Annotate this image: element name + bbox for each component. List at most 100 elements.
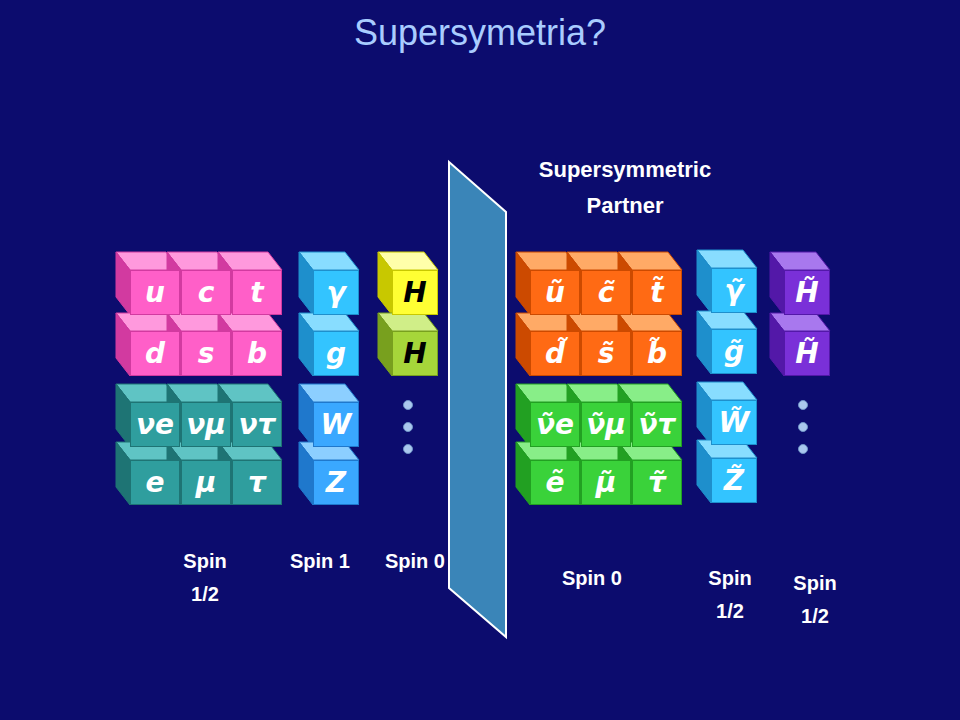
cube-side <box>516 252 530 315</box>
cube-side <box>116 384 130 447</box>
cube-side <box>697 311 711 374</box>
particle-cube: c <box>181 270 231 315</box>
particle-symbol: H̃ <box>795 279 818 307</box>
particle-cube: ũ <box>530 270 580 315</box>
particle-cube: H <box>392 270 438 315</box>
particle-cube: g <box>313 331 359 376</box>
particle-cube: μ <box>181 460 231 505</box>
particle-cube: g̃ <box>711 329 757 374</box>
particle-symbol: Z <box>326 469 346 497</box>
particle-cube: W <box>313 402 359 447</box>
cube-side <box>378 252 392 315</box>
particle-symbol: Z̃ <box>724 467 744 495</box>
spin-label: Spin 1/2 <box>695 562 765 628</box>
particle-symbol: d <box>145 340 165 368</box>
particle-cube: γ <box>313 270 359 315</box>
cube-side <box>516 442 530 505</box>
particle-symbol: c <box>198 279 215 307</box>
spin-label: Spin 1/2 <box>780 567 850 633</box>
particle-symbol: νμ <box>186 411 226 439</box>
particle-symbol: W <box>321 411 352 439</box>
particle-cube: ẽ <box>530 460 580 505</box>
particle-cube: t̃ <box>632 270 682 315</box>
particle-symbol: ν̃τ <box>639 411 676 439</box>
spin-label: Spin 0 <box>380 545 450 578</box>
particle-cube: ντ <box>232 402 282 447</box>
particle-symbol: γ <box>326 279 345 307</box>
particle-cube: μ̃ <box>581 460 631 505</box>
cube-side <box>697 250 711 313</box>
particle-cube: ν̃μ <box>581 402 631 447</box>
ellipsis-dots <box>404 401 808 454</box>
particle-symbol: τ̃ <box>648 469 666 497</box>
particle-symbol: t̃ <box>650 279 663 307</box>
particle-cube: H̃ <box>784 331 830 376</box>
particle-cube: τ̃ <box>632 460 682 505</box>
cube-side <box>378 313 392 376</box>
particle-symbol: d̃ <box>545 340 565 368</box>
particle-symbol: s̃ <box>598 340 615 368</box>
cube-side <box>770 252 784 315</box>
particle-cube: W̃ <box>711 400 757 445</box>
dot <box>799 401 808 410</box>
cube-side <box>299 313 313 376</box>
dot <box>404 401 413 410</box>
cube-sides <box>116 250 830 505</box>
cube-side <box>516 384 530 447</box>
particle-cube: ν̃e <box>530 402 580 447</box>
particle-cube: d̃ <box>530 331 580 376</box>
dot <box>799 445 808 454</box>
cube-side <box>516 313 530 376</box>
cube-side <box>116 252 130 315</box>
particle-cube: H̃ <box>784 270 830 315</box>
cube-side <box>299 442 313 505</box>
particle-cube: s̃ <box>581 331 631 376</box>
particle-symbol: c̃ <box>598 279 615 307</box>
particle-cube: d <box>130 331 180 376</box>
particle-symbol: ẽ <box>546 469 565 497</box>
particle-cube: b̃ <box>632 331 682 376</box>
particle-symbol: g̃ <box>724 338 744 366</box>
particle-cube: c̃ <box>581 270 631 315</box>
particle-cube: νμ <box>181 402 231 447</box>
particle-symbol: τ <box>248 469 266 497</box>
dot <box>404 423 413 432</box>
particle-symbol: e <box>146 469 165 497</box>
section-heading: Supersymmetric Partner <box>525 152 725 225</box>
particle-symbol: ντ <box>239 411 276 439</box>
particle-symbol: H <box>403 279 426 307</box>
cube-side <box>697 382 711 445</box>
cube-side <box>770 313 784 376</box>
particle-cube: u <box>130 270 180 315</box>
particle-symbol: μ̃ <box>596 469 617 497</box>
cube-side <box>116 313 130 376</box>
particle-cube: Z <box>313 460 359 505</box>
particle-cube: t <box>232 270 282 315</box>
particle-symbol: νe <box>136 411 174 439</box>
divider-plane <box>449 162 506 637</box>
title: Supersymetria? <box>180 12 780 54</box>
particle-symbol: t <box>250 279 263 307</box>
particle-symbol: s <box>198 340 215 368</box>
particle-cube: e <box>130 460 180 505</box>
dot <box>799 423 808 432</box>
spin-label: Spin 0 <box>557 562 627 595</box>
particle-cube: ν̃τ <box>632 402 682 447</box>
particle-cube: Z̃ <box>711 458 757 503</box>
particle-cube: H <box>392 331 438 376</box>
cube-side <box>697 440 711 503</box>
particle-cube: νe <box>130 402 180 447</box>
particle-symbol: ν̃e <box>536 411 574 439</box>
particle-cube: s <box>181 331 231 376</box>
cube-side <box>299 252 313 315</box>
particle-symbol: g <box>326 340 346 368</box>
particle-symbol: W̃ <box>719 409 750 437</box>
particle-symbol: u <box>145 279 165 307</box>
particle-symbol: H̃ <box>795 340 818 368</box>
particle-symbol: μ <box>196 469 217 497</box>
cube-side <box>299 384 313 447</box>
particle-symbol: H <box>403 340 426 368</box>
particle-cube: γ̃ <box>711 268 757 313</box>
particle-symbol: b <box>247 340 267 368</box>
